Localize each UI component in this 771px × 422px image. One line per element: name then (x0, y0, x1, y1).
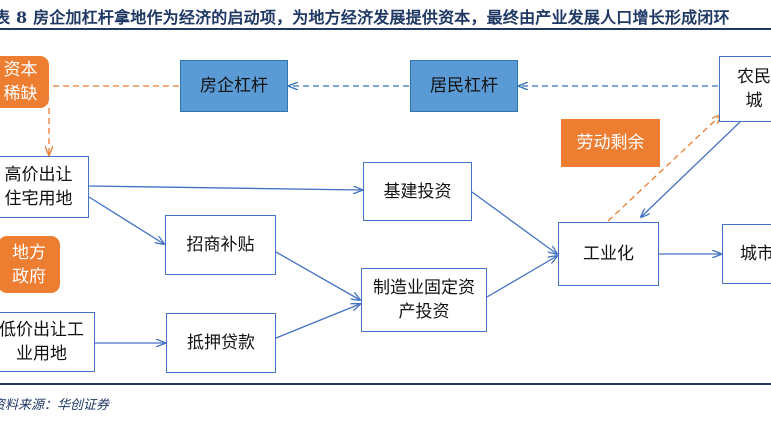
mortgage-loan-label: 抵押贷款 (187, 333, 255, 353)
arrow-mortgage-to-manufacturing (275, 304, 360, 339)
local-government-node: 地方 政府 (0, 236, 60, 293)
rural-to-city-node: 农民 城 (719, 56, 771, 122)
capital-scarcity-label: 资本 稀缺 (3, 60, 38, 104)
rural-to-city-label: 农民 城 (737, 67, 771, 111)
resident-leverage-node: 居民杠杆 (410, 60, 518, 112)
capital-scarcity-node: 资本 稀缺 (0, 56, 49, 108)
arrow-highprice-to-subsidy (88, 196, 164, 244)
arrow-subsidy-to-manufacturing (275, 251, 360, 300)
arrow-manufacturing-to-industrial (486, 256, 557, 298)
resident-leverage-label: 居民杠杆 (430, 76, 498, 96)
source-note: 资料来源：华创证券 (0, 398, 110, 413)
mortgage-loan-node: 抵押贷款 (166, 313, 276, 373)
labor-surplus-node: 劳动剩余 (561, 119, 660, 167)
developer-leverage-label: 房企杠杆 (200, 76, 268, 96)
low-price-land-label: 低价出让工 业用地 (0, 320, 84, 364)
top-rule (0, 28, 771, 30)
labor-surplus-label: 劳动剩余 (576, 133, 645, 153)
city-label: 城市 (740, 244, 771, 264)
manufacturing-investment-node: 制造业固定资 产投资 (361, 268, 487, 332)
arrow-rural-to-industrial (641, 121, 741, 217)
figure-title: 表 8 房企加杠杆拿地作为经济的启动项，为地方经济发展提供资本，最终由产业发展人… (0, 8, 730, 27)
city-node: 城市 (722, 224, 771, 284)
developer-leverage-node: 房企杠杆 (180, 60, 288, 112)
infrastructure-investment-node: 基建投资 (363, 162, 472, 221)
low-price-land-node: 低价出让工 业用地 (0, 312, 95, 372)
high-price-land-label: 高价出让 住宅用地 (4, 165, 73, 209)
investment-subsidy-label: 招商补贴 (186, 235, 255, 255)
arrow-industrial-to-rural (607, 115, 721, 222)
high-price-land-node: 高价出让 住宅用地 (0, 156, 89, 218)
arrow-highprice-to-infra (88, 185, 362, 190)
industrialization-label: 工业化 (583, 244, 634, 264)
industrialization-node: 工业化 (558, 222, 659, 286)
manufacturing-investment-label: 制造业固定资 产投资 (373, 278, 475, 322)
arrow-infra-to-industrial (471, 191, 557, 254)
infrastructure-investment-label: 基建投资 (383, 181, 452, 202)
investment-subsidy-node: 招商补贴 (165, 215, 276, 275)
bottom-rule (0, 383, 771, 385)
local-government-label: 地方 政府 (12, 242, 46, 287)
